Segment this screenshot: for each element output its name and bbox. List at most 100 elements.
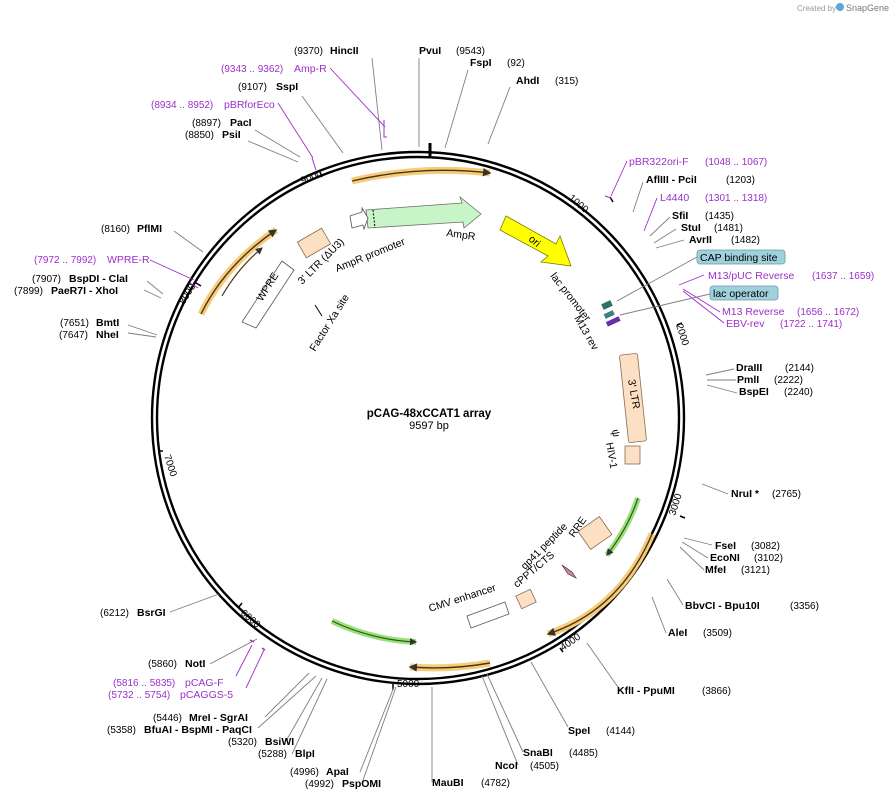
label-lac-promoter: lac promoter bbox=[548, 270, 594, 324]
primer-pos-pcagf: (5816 .. 5835) bbox=[113, 678, 175, 689]
enzyme-pos-bfuai: (5358) bbox=[107, 725, 136, 736]
enzyme-name-pmli: PmlI bbox=[737, 374, 759, 386]
enzyme-pos-fsei: (3082) bbox=[751, 541, 780, 552]
enzyme-name-avrii: AvrII bbox=[689, 234, 712, 246]
label-psi: ψ bbox=[609, 428, 622, 437]
orange-arrow-left-2 bbox=[221, 247, 263, 297]
green-arrow-right bbox=[604, 497, 641, 557]
factor-xa-mark bbox=[314, 304, 323, 317]
enzyme-pos-bmti: (7651) bbox=[60, 318, 89, 329]
enzyme-pos-nhei: (7647) bbox=[59, 330, 88, 341]
enzyme-name-bspei: BspEI bbox=[739, 386, 769, 398]
enzyme-name-apai: ApaI bbox=[326, 766, 349, 778]
enzyme-name-mrei: MreI - SgrAI bbox=[189, 712, 248, 724]
lac-op-leader bbox=[619, 293, 711, 316]
enzyme-name-ahdi: AhdI bbox=[516, 75, 539, 87]
ori-arrow bbox=[499, 215, 572, 267]
enzyme-name-afliii: AflIII - PciI bbox=[646, 174, 697, 186]
enzyme-pos-bbvci: (3356) bbox=[790, 601, 819, 612]
backbone bbox=[150, 143, 686, 686]
enzyme-name-pvui: PvuI bbox=[419, 45, 441, 57]
plasmid-name: pCAG-48xCCAT1 array bbox=[367, 408, 492, 420]
credit-brand: SnapGene bbox=[846, 3, 889, 13]
enzyme-pos-blpi: (5288) bbox=[258, 749, 287, 760]
enzyme-pos-sspi: (9107) bbox=[238, 82, 267, 93]
enzyme-name-noti: NotI bbox=[185, 658, 205, 670]
arc-arrows bbox=[197, 166, 656, 672]
enzyme-pos-paer7i: (7899) bbox=[14, 286, 43, 297]
enzyme-name-paer7i: PaeR7I - XhoI bbox=[51, 285, 118, 297]
psi-box bbox=[624, 445, 641, 465]
primer-name-pcagf: pCAG-F bbox=[185, 677, 224, 689]
label-m13-rev: M13 rev bbox=[571, 314, 601, 353]
orange-arrow-top bbox=[351, 166, 491, 185]
enzyme-name-psii: PsiI bbox=[222, 129, 241, 141]
label-ltr3: 3' LTR bbox=[625, 378, 642, 410]
enzyme-name-ncoi: NcoI bbox=[495, 760, 518, 772]
ltr3-u3-box bbox=[296, 227, 332, 259]
enzyme-pos-bspei: (2240) bbox=[784, 387, 813, 398]
cap-leader bbox=[616, 256, 698, 302]
boxed-label-lac: lac operator bbox=[709, 285, 779, 301]
enzyme-pos-kfli: (3866) bbox=[702, 686, 731, 697]
cppt-box bbox=[515, 588, 537, 610]
primer-pos-ebvrev: (1722 .. 1741) bbox=[780, 319, 842, 330]
enzyme-pos-snabi: (4485) bbox=[569, 748, 598, 759]
enzyme-pos-pmli: (2222) bbox=[774, 375, 803, 386]
enzyme-pos-alei: (3509) bbox=[703, 628, 732, 639]
enzyme-name-mfei: MfeI bbox=[705, 564, 726, 576]
enzyme-name-fsei: FseI bbox=[715, 540, 736, 552]
primer-pos-ampr: (9343 .. 9362) bbox=[221, 64, 283, 75]
enzyme-pos-psii: (8850) bbox=[185, 130, 214, 141]
enzyme-pos-spei: (4144) bbox=[606, 726, 635, 737]
snapgene-logo-icon bbox=[836, 3, 844, 11]
enzyme-name-econi: EcoNI bbox=[710, 552, 740, 564]
enzyme-name-sspi: SspI bbox=[276, 81, 298, 93]
primer-pos-m13puc: (1637 .. 1659) bbox=[812, 271, 874, 282]
enzyme-pos-mrei: (5446) bbox=[153, 713, 182, 724]
enzyme-name-bsrgi: BsrGI bbox=[137, 607, 166, 619]
tick-9000: 9000 bbox=[299, 169, 324, 187]
primer-pos-wpre-r: (7972 .. 7992) bbox=[34, 255, 96, 266]
tick-8000: 8000 bbox=[177, 282, 198, 307]
primer-name-ebvrev: EBV-rev bbox=[726, 318, 765, 330]
enzyme-name-maubi: MauBI bbox=[432, 777, 464, 789]
enzyme-name-bbvci: BbvCI - Bpu10I bbox=[685, 600, 760, 612]
label-cap-binding-site: CAP binding site bbox=[700, 252, 778, 264]
enzyme-pos-pvui: (9543) bbox=[456, 46, 485, 57]
primer-name-m13puc: M13/pUC Reverse bbox=[708, 270, 795, 282]
tick-6000: 6000 bbox=[238, 608, 262, 631]
enzyme-pos-econi: (3102) bbox=[754, 553, 783, 564]
enzyme-name-bfuai: BfuAI - BspMI - PaqCI bbox=[144, 724, 252, 736]
cmv-enhancer-box bbox=[466, 601, 510, 629]
lac-operator-mark bbox=[603, 310, 615, 319]
enzyme-labels: (9370) HincII PvuI (9543) FspI (92) AhdI… bbox=[14, 45, 819, 790]
enzyme-name-hincii: HincII bbox=[330, 45, 359, 57]
enzyme-name-pspomi: PspOMI bbox=[342, 778, 381, 790]
enzyme-pos-fspi: (92) bbox=[507, 58, 525, 69]
label-hiv1: HIV-1 bbox=[603, 441, 619, 469]
enzyme-pos-noti: (5860) bbox=[148, 659, 177, 670]
enzyme-name-alei: AleI bbox=[668, 627, 687, 639]
plasmid-length: 9597 bp bbox=[409, 420, 449, 432]
primer-labels: (9343 .. 9362) Amp-R (8934 .. 8952) pBRf… bbox=[34, 63, 874, 701]
enzyme-pos-sfii: (1435) bbox=[705, 211, 734, 222]
enzyme-pos-apai: (4996) bbox=[290, 767, 319, 778]
primer-name-ampr: Amp-R bbox=[294, 63, 327, 75]
enzyme-pos-paci: (8897) bbox=[192, 118, 221, 129]
enzyme-pos-avrii: (1482) bbox=[731, 235, 760, 246]
enzyme-pos-pspomi: (4992) bbox=[305, 779, 334, 790]
enzyme-name-kfli: KflI - PpuMI bbox=[617, 685, 675, 697]
label-factor-xa: Factor Xa site bbox=[307, 292, 352, 353]
label-lac-operator: lac operator bbox=[713, 288, 769, 300]
primer-pos-l4440: (1301 .. 1318) bbox=[705, 193, 767, 204]
enzyme-pos-mfei: (3121) bbox=[741, 565, 770, 576]
enzyme-pos-hincii: (9370) bbox=[294, 46, 323, 57]
primer-leaders bbox=[149, 67, 725, 689]
enzyme-name-fspi: FspI bbox=[470, 57, 492, 69]
enzyme-pos-maubi: (4782) bbox=[481, 778, 510, 789]
primer-name-pbrforeco: pBRforEco bbox=[224, 99, 275, 111]
enzyme-pos-ncoi: (4505) bbox=[530, 761, 559, 772]
rre-box bbox=[577, 515, 613, 551]
